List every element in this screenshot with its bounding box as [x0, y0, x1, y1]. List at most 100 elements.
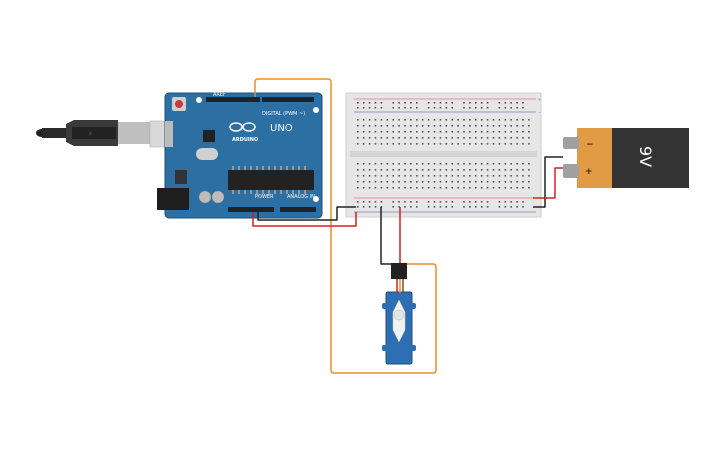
breadboard-hole — [469, 143, 471, 145]
breadboard-hole — [516, 119, 518, 121]
breadboard-hole — [392, 163, 394, 165]
breadboard-hole — [492, 187, 495, 189]
breadboard-hole — [498, 175, 501, 177]
breadboard-hole — [469, 206, 471, 208]
breadboard-hole — [368, 181, 371, 183]
breadboard-hole — [357, 102, 359, 104]
breadboard-hole — [368, 125, 371, 127]
wire-servo-gnd[interactable] — [380, 207, 393, 265]
breadboard-hole — [368, 201, 371, 203]
reset-button-cap — [175, 100, 183, 108]
breadboard-hole — [469, 187, 471, 189]
breadboard-hole — [368, 137, 371, 139]
breadboard-hole — [421, 187, 424, 189]
breadboard-hole — [504, 169, 507, 171]
aref-label: AREF — [213, 92, 226, 98]
breadboard-hole — [410, 137, 412, 139]
servo-motor[interactable] — [382, 263, 416, 365]
breadboard-hole — [433, 181, 436, 183]
breadboard-hole — [421, 181, 424, 183]
breadboard-hole — [457, 169, 459, 171]
breadboard-hole — [374, 187, 377, 189]
breadboard-hole — [463, 206, 465, 208]
servo-shaft — [393, 309, 405, 321]
breadboard-hole — [374, 175, 377, 177]
digital-header-right — [262, 97, 314, 102]
breadboard-hole — [362, 181, 365, 183]
breadboard-hole — [427, 181, 430, 183]
breadboard-hole — [504, 181, 507, 183]
breadboard-hole — [398, 169, 400, 171]
breadboard-hole — [357, 187, 359, 189]
battery-9v[interactable]: − + 9V — [563, 128, 689, 188]
breadboard-hole — [392, 125, 394, 127]
breadboard-hole — [445, 201, 448, 203]
barrel-jack — [157, 188, 189, 210]
wire-battery-minus[interactable] — [533, 156, 563, 208]
breadboard-hole — [522, 119, 524, 121]
breadboard-hole — [392, 102, 394, 104]
breadboard-hole — [368, 206, 371, 208]
breadboard-hole — [439, 163, 442, 165]
breadboard-hole — [357, 131, 359, 133]
breadboard-hole — [486, 187, 489, 189]
analog-header — [280, 207, 316, 212]
breadboard-hole — [510, 102, 512, 104]
breadboard[interactable]: + − — [345, 92, 542, 218]
wire-signal-orange[interactable] — [254, 78, 437, 374]
wire-battery-plus[interactable] — [533, 167, 563, 199]
breadboard-hole — [398, 131, 400, 133]
breadboard-hole — [522, 125, 524, 127]
wires — [252, 78, 563, 374]
breadboard-hole — [386, 125, 389, 127]
breadboard-hole — [463, 163, 465, 165]
breadboard-hole — [504, 119, 507, 121]
usb-chip — [203, 130, 215, 142]
breadboard-hole — [528, 137, 530, 139]
breadboard-hole — [416, 119, 418, 121]
breadboard-hole — [404, 107, 406, 109]
breadboard-hole — [498, 125, 501, 127]
breadboard-hole — [445, 181, 448, 183]
breadboard-hole — [433, 102, 436, 104]
breadboard-hole — [410, 175, 412, 177]
breadboard-hole — [445, 143, 448, 145]
breadboard-hole — [475, 102, 477, 104]
breadboard-hole — [386, 187, 389, 189]
breadboard-hole — [498, 102, 501, 104]
breadboard-hole — [398, 187, 400, 189]
breadboard-hole — [362, 143, 365, 145]
breadboard-hole — [410, 201, 412, 203]
capacitor — [211, 190, 225, 204]
breadboard-hole — [486, 175, 489, 177]
breadboard-hole — [451, 143, 453, 145]
breadboard-hole — [451, 119, 453, 121]
breadboard-hole — [522, 102, 524, 104]
breadboard-hole — [380, 187, 383, 189]
breadboard-hole — [404, 102, 406, 104]
breadboard-hole — [392, 187, 394, 189]
breadboard-hole — [357, 169, 359, 171]
breadboard-hole — [457, 175, 459, 177]
breadboard-hole — [528, 143, 530, 145]
wire-gnd-black[interactable] — [257, 206, 356, 221]
breadboard-hole — [486, 206, 489, 208]
breadboard-hole — [410, 187, 412, 189]
breadboard-hole — [451, 181, 453, 183]
breadboard-hole — [486, 163, 489, 165]
breadboard-hole — [374, 137, 377, 139]
breadboard-hole — [410, 169, 412, 171]
breadboard-hole — [404, 181, 406, 183]
breadboard-hole — [510, 107, 512, 109]
breadboard-hole — [421, 131, 424, 133]
wire-5v-red[interactable] — [252, 212, 357, 227]
breadboard-hole — [475, 137, 477, 139]
breadboard-hole — [516, 163, 518, 165]
servo-horn[interactable] — [392, 299, 406, 343]
breadboard-hole — [386, 169, 389, 171]
breadboard-hole — [439, 143, 442, 145]
breadboard-hole — [357, 107, 359, 109]
breadboard-hole — [486, 181, 489, 183]
arduino-uno-board[interactable]: AREF DIGITAL (PWM ~) ARDUINO UNO — [157, 92, 323, 219]
breadboard-hole — [504, 102, 507, 104]
